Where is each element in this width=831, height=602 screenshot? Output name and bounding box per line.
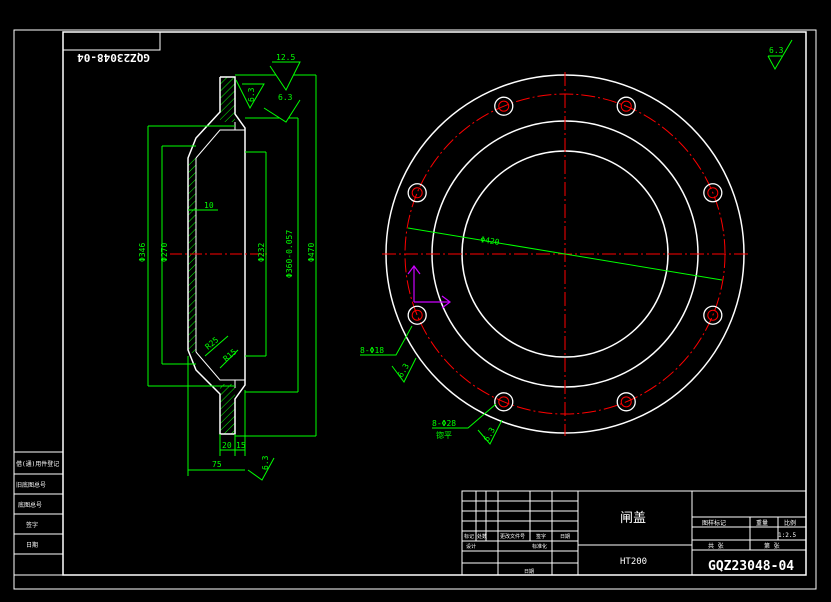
bolt-hole-spotface bbox=[616, 96, 636, 116]
dim-d346: Φ346 bbox=[138, 243, 147, 262]
tb-date: 日期 bbox=[524, 569, 534, 575]
bolt-hole bbox=[707, 187, 719, 199]
tb-header-1: 重量 bbox=[756, 519, 768, 527]
left-label-4: 日期 bbox=[26, 541, 38, 549]
title-block bbox=[461, 490, 807, 576]
general-roughness-symbol: 6.3 bbox=[767, 39, 793, 71]
front-view: Φ420 8-Φ18 8-Φ28 锪平 6.3 6.3 bbox=[360, 72, 748, 445]
tb-design: 设计 bbox=[466, 543, 476, 550]
tb-standard: 标准化 bbox=[532, 543, 547, 550]
material: HT200 bbox=[620, 557, 647, 567]
bolt-hole bbox=[620, 396, 632, 408]
left-strip-labels: 借(通)用件登记 旧底图总号 底图总号 签字 日期 bbox=[16, 460, 59, 549]
left-label-0: 借(通)用件登记 bbox=[16, 460, 59, 468]
tb-left-1: 处数 bbox=[477, 533, 487, 540]
tb-header-2: 比例 bbox=[784, 519, 796, 527]
bolt-hole-spotface bbox=[494, 96, 514, 116]
left-label-1: 旧底图总号 bbox=[16, 481, 46, 489]
roughness-section-1: 6.3 bbox=[247, 87, 256, 102]
bolt-holes bbox=[407, 96, 723, 412]
bolt-hole bbox=[498, 100, 510, 112]
bolt-hole bbox=[411, 309, 423, 321]
roughness-front-1: 6.3 bbox=[396, 362, 411, 379]
tb-left-0: 标记 bbox=[464, 533, 474, 540]
tb-left-2: 更改文件号 bbox=[500, 533, 525, 540]
roughness-section-3: 6.3 bbox=[261, 455, 270, 470]
holes-8-d18: 8-Φ18 bbox=[360, 346, 384, 355]
roughness-section-2: 6.3 bbox=[278, 93, 293, 102]
dim-r15: R15 bbox=[222, 347, 239, 363]
bolt-hole bbox=[707, 309, 719, 321]
tb-lower-1: 第 张 bbox=[764, 542, 780, 550]
dim-d360: Φ360-0.057 bbox=[285, 230, 294, 278]
bolt-hole bbox=[620, 100, 632, 112]
left-label-3: 签字 bbox=[26, 521, 38, 529]
bolt-hole-spotface bbox=[494, 392, 514, 412]
dim-75: 75 bbox=[212, 460, 222, 469]
dim-20: 20 bbox=[222, 441, 232, 450]
general-roughness-value: 6.3 bbox=[769, 46, 784, 55]
dim-d270: Φ270 bbox=[160, 243, 169, 262]
tb-header-0: 图样标记 bbox=[702, 519, 726, 527]
ucs-icon bbox=[407, 265, 451, 309]
title-block-text: 闸盖 HT200 GQZ23048-04 1:2.5 图样标记 重量 比例 共 … bbox=[464, 511, 796, 575]
mirrored-drawing-number: GQZ23048-04 bbox=[77, 51, 150, 64]
holes-spotface-note: 锪平 bbox=[436, 430, 452, 440]
bolt-hole-spotface bbox=[407, 305, 427, 325]
drawing-border bbox=[13, 29, 817, 590]
bolt-hole-spotface bbox=[616, 392, 636, 412]
tb-left-3: 签字 bbox=[536, 533, 546, 540]
left-label-2: 底图总号 bbox=[18, 501, 42, 509]
bolt-hole-spotface bbox=[407, 183, 427, 203]
bolt-hole bbox=[411, 187, 423, 199]
holes-8-d28: 8-Φ28 bbox=[432, 419, 456, 428]
mirrored-number-box: GQZ23048-04 bbox=[62, 31, 161, 64]
part-name: 闸盖 bbox=[620, 511, 646, 526]
dim-pcd: Φ420 bbox=[480, 235, 501, 247]
bolt-hole-spotface bbox=[703, 305, 723, 325]
section-view: Φ346 Φ270 Φ232 Φ360-0.057 Φ470 10 R25 R1… bbox=[138, 53, 317, 481]
dim-d232: Φ232 bbox=[257, 243, 266, 262]
dim-d470: Φ470 bbox=[307, 243, 316, 262]
bolt-hole bbox=[498, 396, 510, 408]
drawing-number: GQZ23048-04 bbox=[708, 559, 794, 574]
left-strip-table bbox=[13, 451, 64, 576]
bolt-hole-spotface bbox=[703, 183, 723, 203]
tb-lower-0: 共 张 bbox=[708, 542, 724, 550]
dim-15: 15 bbox=[236, 441, 246, 450]
scale-value: 1:2.5 bbox=[778, 532, 796, 539]
dim-r25: R25 bbox=[204, 335, 221, 351]
tb-left-4: 日期 bbox=[560, 534, 570, 540]
roughness-12-5: 12.5 bbox=[276, 53, 295, 62]
dim-thickness-10: 10 bbox=[204, 201, 214, 210]
